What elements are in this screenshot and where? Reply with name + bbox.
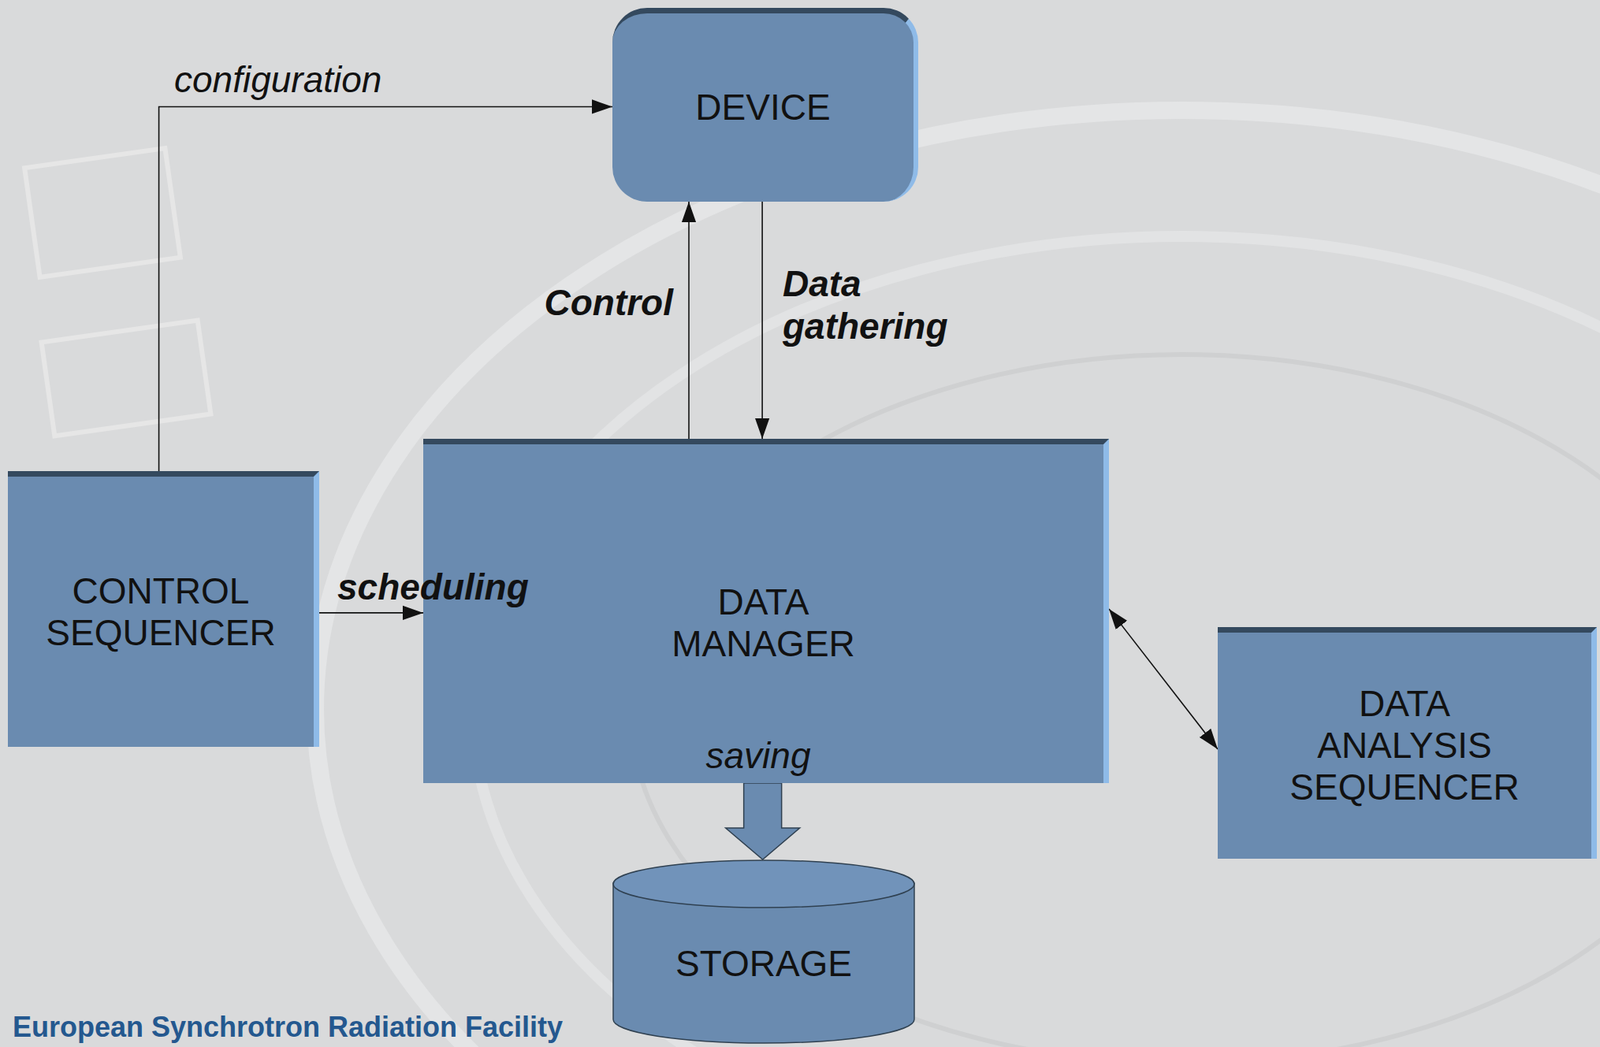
sequencer-box: CONTROL SEQUENCER	[7, 471, 320, 748]
connector-line	[1108, 609, 1218, 750]
node-text: CONTROL SEQUENCER	[45, 570, 276, 655]
node-text: STORAGE	[675, 943, 853, 986]
edge-label: Control	[543, 281, 674, 324]
edge-label: saving	[706, 734, 812, 778]
edge-label: scheduling	[337, 565, 529, 609]
connector-line	[319, 612, 424, 614]
connector-line	[761, 201, 763, 440]
sequencer-box: DATA ANALYSIS SEQUENCER	[1217, 627, 1597, 860]
building-outline	[24, 148, 181, 278]
node-text: DATA ANALYSIS SEQUENCER	[1289, 683, 1519, 809]
facility-name: European Synchrotron Radiation Facility	[12, 1012, 563, 1044]
edge-label: Data gathering	[782, 262, 949, 348]
building-outline	[41, 320, 212, 437]
node-text: DATA MANAGER	[671, 581, 856, 666]
edge-label: configuration	[174, 58, 382, 101]
block-arrow	[725, 783, 800, 860]
storage-cylinder: STORAGE	[612, 859, 916, 1045]
connector-line	[688, 201, 690, 440]
cylinder-top	[613, 860, 915, 908]
node-text: DEVICE	[695, 86, 830, 129]
device-box: DEVICE	[612, 7, 919, 202]
ring-arc	[315, 110, 1600, 1047]
manager-box: DATA MANAGER	[423, 439, 1109, 784]
